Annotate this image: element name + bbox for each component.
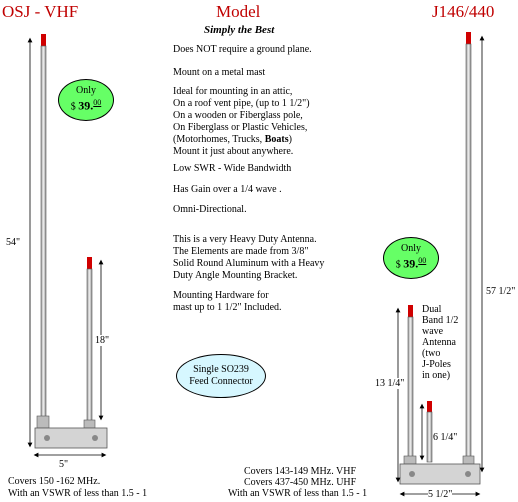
right-covers-vhf: Covers 143-149 MHz. VHF: [244, 466, 357, 477]
price-badge-left: Only $ 39.00: [58, 79, 114, 121]
left-short-element: [86, 268, 93, 423]
right-covers-uhf: Covers 437-450 MHz. UHF: [244, 477, 357, 488]
left-covers: Covers 150 -162 MHz.: [8, 476, 101, 487]
feature-mast-size: mast up to 1 1/2" Included.: [173, 302, 282, 313]
left-long-element-tip: [41, 34, 46, 46]
right-model-title: J146/440: [432, 2, 495, 21]
feature-vehicle-types: (Motorhomes, Trucks, Boats): [173, 134, 292, 145]
right-clamp-long: [462, 455, 475, 465]
feature-ground-plane: Does NOT require a ground plane.: [173, 44, 312, 55]
price-badge-right: Only $ 39.00: [383, 237, 439, 279]
left-clamp-long: [36, 415, 50, 429]
feature-vehicles: On Fiberglass or Plastic Vehicles,: [173, 122, 308, 133]
left-bracket-bolt: [92, 435, 98, 441]
right-short-element-tip: [427, 401, 432, 412]
right-mid-element-tip: [408, 305, 413, 317]
feature-aluminum: Solid Round Aluminum with a Heavy: [173, 258, 325, 269]
right-bracket-bolt: [465, 471, 471, 477]
left-width-dimension: 5": [59, 459, 69, 470]
center-model-title: Model: [216, 2, 261, 21]
feature-omni: Omni-Directional.: [173, 204, 247, 215]
feature-pole: On a wooden or Fiberglass pole,: [173, 110, 303, 121]
left-bracket-bolt: [44, 435, 50, 441]
left-long-dimension: 54": [6, 237, 21, 248]
right-short-element: [426, 411, 433, 463]
right-vswr: With an VSWR of less than 1.5 - 1: [228, 488, 368, 499]
price-label: Only: [401, 243, 421, 254]
feature-gain: Has Gain over a 1/4 wave .: [173, 184, 282, 195]
left-vswr: With an VSWR of less than 1.5 - 1: [8, 488, 148, 499]
feature-metal-mast: Mount on a metal mast: [173, 67, 266, 78]
feature-vent-pipe: On a roof vent pipe, (up to 1 1/2"): [173, 98, 310, 109]
right-bracket-bolt: [409, 471, 415, 477]
price-value: $ 39.00: [70, 98, 102, 113]
feature-hardware: Mounting Hardware for: [173, 290, 269, 301]
left-short-dimension: 18": [95, 335, 110, 346]
left-clamp-short: [83, 419, 96, 429]
feed-line-1: Single SO239: [193, 364, 249, 375]
right-long-dimension: 57 1/2": [486, 286, 516, 297]
feature-anywhere: Mount it just about anywhere.: [173, 146, 294, 157]
feature-swr: Low SWR - Wide Bandwidth: [173, 163, 292, 174]
feed-connector-badge: Single SO239 Feed Connector: [176, 354, 266, 398]
slogan: Simply the Best: [204, 24, 275, 36]
left-model-title: OSJ - VHF: [2, 2, 79, 21]
right-short-dimension: 6 1/4": [433, 432, 458, 443]
feature-heavy-duty: This is a very Heavy Duty Antenna.: [173, 234, 317, 245]
right-mid-dimension: 13 1/4": [375, 378, 405, 389]
left-short-element-tip: [87, 257, 92, 269]
left-mounting-bracket: [34, 427, 108, 449]
feature-bracket: Duty Angle Mounting Bracket.: [173, 270, 298, 281]
feature-attic: Ideal for mounting in an attic,: [173, 86, 293, 97]
right-long-element: [465, 43, 472, 463]
feed-line-2: Feed Connector: [189, 376, 253, 387]
left-long-element: [40, 45, 47, 423]
right-mid-element: [407, 316, 414, 463]
right-clamp-mid: [403, 455, 417, 465]
feature-elements: The Elements are made from 3/8": [173, 246, 309, 257]
right-long-element-tip: [466, 32, 471, 44]
right-width-dimension: 5 1/2": [428, 489, 453, 500]
price-label: Only: [76, 85, 96, 96]
price-value: $ 39.00: [395, 256, 427, 271]
right-description: Dual Band 1/2 wave Antenna (two J-Poles …: [422, 304, 459, 381]
